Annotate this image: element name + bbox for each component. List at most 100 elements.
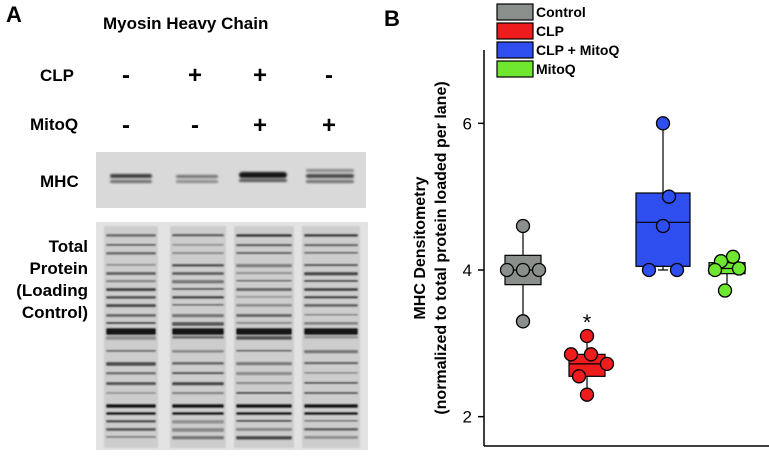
gel-band <box>172 336 224 339</box>
gel-band <box>304 420 358 422</box>
data-point <box>515 314 531 329</box>
data-point <box>725 249 741 264</box>
gel-band <box>236 304 292 307</box>
total-protein-label: Total Protein (Loading Control) <box>6 236 88 324</box>
gel-band <box>106 280 156 283</box>
gel-band <box>106 234 156 237</box>
gel-band <box>172 280 224 284</box>
gel-band <box>106 382 156 386</box>
gel-band <box>106 296 156 299</box>
gel-band <box>172 244 224 246</box>
legend-label: CLP + MitoQ <box>536 42 619 58</box>
mitoq-row-label: MitoQ <box>30 115 79 134</box>
gel-band <box>172 372 224 375</box>
western-blot-title: Myosin Heavy Chain <box>103 14 269 33</box>
gel-band <box>304 304 358 307</box>
total-protein-label-line-2: Protein <box>29 259 88 278</box>
gel-band <box>106 328 156 335</box>
gel-band <box>304 264 358 267</box>
gel-band <box>304 296 358 299</box>
gel-band <box>106 404 156 408</box>
legend-swatch <box>496 22 534 40</box>
y-tick-label: 2 <box>463 408 472 427</box>
data-point <box>571 369 587 384</box>
gel-band <box>236 404 292 408</box>
gel-band <box>236 314 292 317</box>
gel-band <box>172 288 224 290</box>
gel-band <box>304 244 358 247</box>
gel-band <box>304 372 358 374</box>
gel-band <box>236 436 292 440</box>
gel-band <box>106 314 156 317</box>
y-axis-label-line-1: MHC Densitometry <box>412 176 429 319</box>
clp-lane-3-sign: + <box>252 62 267 89</box>
gel-band <box>172 234 224 237</box>
clp-lane-1-sign: - <box>122 62 130 89</box>
gel-band <box>236 362 292 366</box>
box-group-2: * <box>563 310 615 402</box>
gel-band <box>236 252 292 255</box>
gel-band <box>236 328 292 335</box>
gel-band <box>304 328 358 335</box>
data-point <box>515 262 531 278</box>
gel-band <box>106 412 156 415</box>
gel-band <box>236 412 292 415</box>
gel-band <box>172 314 224 318</box>
gel-band <box>236 382 292 385</box>
gel-band <box>236 392 292 394</box>
gel-band <box>236 420 292 422</box>
gel-band <box>172 362 224 365</box>
box-group-3 <box>635 116 691 278</box>
gel-band <box>106 322 156 324</box>
gel-band <box>236 234 292 237</box>
gel-band <box>106 304 156 308</box>
total-protein-label-line-3: (Loading <box>16 281 88 300</box>
gel-band <box>236 322 292 324</box>
data-point <box>579 328 595 344</box>
data-point <box>515 218 531 234</box>
clp-lane-2-sign: + <box>187 62 202 89</box>
gel-band <box>106 372 156 375</box>
gel-band <box>236 244 292 247</box>
gel-band <box>172 272 224 276</box>
legend-label: MitoQ <box>536 61 576 77</box>
gel-band <box>172 322 224 326</box>
mhc-row-label: MHC <box>40 172 79 191</box>
gel-band <box>172 392 224 395</box>
gel-band <box>304 272 358 276</box>
gel-band <box>304 336 358 339</box>
gel-band <box>106 420 156 423</box>
panel-a-letter: A <box>6 2 22 27</box>
data-point <box>707 262 723 278</box>
gel-band <box>172 404 224 408</box>
legend-swatch <box>496 41 534 59</box>
gel-band <box>106 336 156 340</box>
mitoq-lane-1-sign: - <box>122 112 130 139</box>
box-group-4 <box>707 249 747 298</box>
gel-band <box>304 428 358 431</box>
gel-band <box>106 288 156 292</box>
legend-swatch <box>496 3 534 21</box>
data-point <box>731 261 747 276</box>
gel-band <box>172 350 224 353</box>
data-point <box>655 218 671 234</box>
panel-b-letter: B <box>384 6 400 31</box>
data-point <box>599 356 615 372</box>
gel-band <box>236 428 292 431</box>
gel-band <box>236 336 292 340</box>
gel-band <box>304 350 358 354</box>
gel-band <box>304 252 358 254</box>
gel-band <box>106 350 156 352</box>
legend-swatch <box>496 60 534 78</box>
gel-band <box>304 314 358 316</box>
gel-band <box>304 382 358 384</box>
mitoq-lane-3-sign: + <box>252 112 267 139</box>
gel-band <box>236 288 292 291</box>
gel-band <box>236 350 292 352</box>
data-point <box>655 116 671 131</box>
gel-band <box>172 382 224 386</box>
gel-band <box>304 288 358 292</box>
gel-band <box>304 280 358 282</box>
legend-label: Control <box>536 4 586 20</box>
gel-band <box>172 428 224 432</box>
